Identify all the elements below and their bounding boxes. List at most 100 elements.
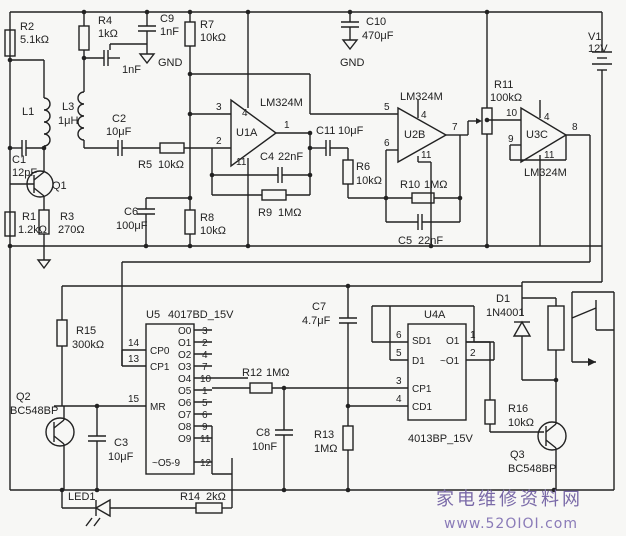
u1-pin2: 2 [216,136,222,147]
opamp-u3c: U3C LM324M 10 4 9 8 11 [484,100,591,262]
u5-pin4: 4 [202,350,208,361]
u5-pin10: 10 [200,374,212,385]
ic-u4a-4013: U4A 6 5 3 4 SD1 D1 CP1 CD1 1 2 O1 ~O1 40… [371,305,495,445]
capacitor-c3: C3 10μF [88,406,134,490]
c6-label: C6 [124,206,138,218]
resistor-r6: R6 10kΩ [342,148,386,199]
capacitor-1nf: 1nF [81,50,141,76]
c4-label: C4 [260,151,274,163]
u3-label: U3C [526,129,548,141]
transistor-q3: Q3 BC548BP [508,380,567,490]
r13-value: 1MΩ [314,443,338,455]
q1-label: Q1 [52,180,67,192]
r8-label: R8 [200,212,214,224]
ground-arrow-left [36,246,52,270]
led-led1: LED1 [61,490,196,527]
resistor-r10: R10 1MΩ [386,135,463,222]
u5-part: 4017BD_15V [168,309,234,321]
r2-label: R2 [20,21,34,33]
u5-label: U5 [146,309,160,321]
top-rail [10,9,602,15]
r5-label: R5 [138,159,152,171]
c4-value: 22nF [278,151,303,163]
capacitor-c9: C9 1nF [138,12,179,44]
u5-mr: MR [150,402,166,413]
r15-label: R15 [76,325,96,337]
u5-o3: O3 [178,362,192,373]
resistor-r8: R8 10kΩ [184,209,226,246]
u1-ic: LM324M [260,97,303,109]
u3-ic: LM324M [524,167,567,179]
led-label: LED1 [68,491,96,503]
r10-value: 1MΩ [424,179,448,191]
u5-pin7: 7 [202,362,208,373]
u5-pin15: 15 [128,394,140,405]
u2-pin4: 4 [421,110,427,121]
u3-pin9: 9 [508,134,514,145]
u5-o2: O2 [178,350,192,361]
u5-pin3: 3 [202,326,208,337]
c3-label: C3 [114,437,128,449]
r6-value: 10kΩ [356,175,382,187]
u5-cp1: CP1 [150,362,170,373]
c5-label: C5 [398,235,412,247]
u5-pin11: 11 [200,434,211,445]
inductor-l3: L3 1μH [58,88,85,148]
watermark-url: www.52OIOI.com [444,516,578,532]
c10-value: 470μF [362,30,394,42]
c9-label: C9 [160,13,174,25]
battery-v1: V1 12V [588,12,612,282]
u2-pin5: 5 [384,102,390,113]
l1-label: L1 [22,106,34,118]
u1-label: U1A [236,127,258,139]
capacitor-c11: C11 10μF [307,125,364,156]
u1-pin3: 3 [216,102,222,113]
watermark-cn: 家电维修资料网 [436,489,583,510]
u5-o1: O1 [178,338,192,349]
resistor-r15: R15 300kΩ [56,319,104,406]
u5-o0: O0 [178,326,192,337]
u5-o9: O9 [178,434,192,445]
u4-pin3: 3 [396,376,402,387]
resistor-r12: R12 1MΩ [212,367,372,430]
u4-pin2: 2 [470,348,476,359]
r7-value: 10kΩ [200,32,226,44]
u5-pin9: 9 [202,422,208,433]
capacitor-c6: C6 100μF [116,197,190,246]
r16-value: 10kΩ [508,417,534,429]
resistor-r5: R5 10kΩ [138,142,212,171]
u4-pin4: 4 [396,394,402,405]
resistor-r16: R16 10kΩ [484,399,544,433]
ic-u5-4017: U5 4017BD_15V 14 13 15 CP0 CP1 MR O0 O1 … [121,309,248,475]
u5-cp0: CP0 [150,346,170,357]
u4-o1b: ~O1 [440,356,460,367]
u5-pin13: 13 [128,354,140,365]
u5-pin12: 12 [200,458,212,469]
watermark: 家电维修资料网 www.52OIOI.com [436,489,583,532]
u2-ic: LM324M [400,91,443,103]
r13-label: R13 [314,429,334,441]
u5-pin1: 1 [202,386,208,397]
capacitor-c1: C1 12pF [7,140,47,179]
transistor-q1: Q1 [10,168,67,204]
v1-value: 12V [588,43,608,55]
u3-pin8: 8 [572,122,578,133]
diode-d1: D1 1N4001 [486,293,556,381]
capacitor-c4: C4 22nF [209,151,310,183]
u4-label: U4A [424,309,446,321]
u4-d1: D1 [412,356,425,367]
c8-value: 10nF [252,441,277,453]
capacitor-c8: C8 10nF [252,427,293,490]
r1-value: 1.2kΩ [18,224,47,236]
u5-o6: O6 [178,398,192,409]
r10-label: R10 [400,179,420,191]
u4-pin5: 5 [396,348,402,359]
r4-label: R4 [98,15,112,27]
r6-label: R6 [356,161,370,173]
r12-label: R12 [242,367,262,379]
u5-o7: O7 [178,410,192,421]
u5-pin5: 5 [202,398,208,409]
resistor-r13: R13 1MΩ [314,425,354,490]
u3-pin4: 4 [544,112,550,123]
